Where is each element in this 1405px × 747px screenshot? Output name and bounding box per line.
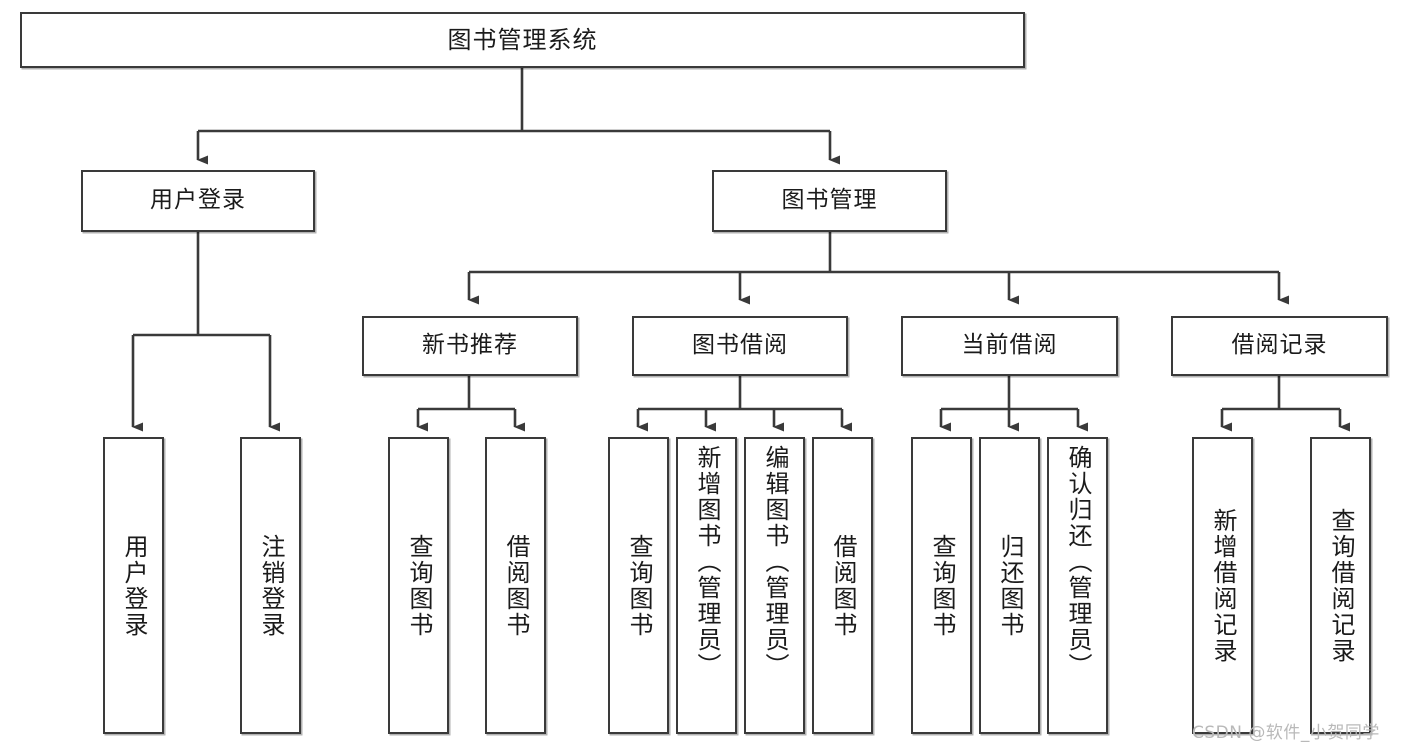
node-label: 图书管理系统 (447, 25, 598, 54)
leaf-borrow-book-newbook[interactable]: 借阅图书 (485, 437, 546, 734)
leaf-label: 归还图书 (995, 533, 1024, 638)
node-label: 图书管理 (781, 187, 878, 214)
leaf-return-book[interactable]: 归还图书 (979, 437, 1040, 734)
leaf-add-book-admin[interactable]: 新增图书（管理员） (676, 437, 737, 734)
edges-borrow-to-leaves (636, 376, 852, 432)
node-new-book-recommend[interactable]: 新书推荐 (362, 316, 578, 376)
leaf-label: 编辑图书（管理员） (760, 445, 789, 679)
node-current-borrow[interactable]: 当前借阅 (901, 316, 1118, 376)
leaf-query-book-current[interactable]: 查询图书 (911, 437, 972, 734)
node-borrow-record[interactable]: 借阅记录 (1171, 316, 1388, 376)
leaf-add-borrow-record[interactable]: 新增借阅记录 (1192, 437, 1253, 734)
node-root-library-system[interactable]: 图书管理系统 (20, 12, 1025, 68)
leaf-query-book-borrow[interactable]: 查询图书 (608, 437, 669, 734)
edges-record-to-leaves (1220, 376, 1350, 432)
edges-current-to-leaves (939, 376, 1088, 432)
edges-newbook-to-leaves (416, 376, 525, 432)
node-label: 当前借阅 (961, 332, 1058, 359)
node-book-management[interactable]: 图书管理 (712, 170, 947, 232)
edges-bookmgmt-to-level3 (467, 232, 1289, 305)
leaf-label: 新增图书（管理员） (692, 445, 721, 679)
leaf-user-login[interactable]: 用户登录 (103, 437, 164, 734)
leaf-label: 查询借阅记录 (1326, 507, 1355, 664)
leaf-label: 查询图书 (624, 533, 653, 638)
node-label: 图书借阅 (692, 332, 788, 359)
leaf-label: 确认归还（管理员） (1063, 445, 1092, 679)
leaf-label: 借阅图书 (828, 533, 857, 638)
leaf-confirm-return-admin[interactable]: 确认归还（管理员） (1047, 437, 1108, 734)
leaf-label: 新增借阅记录 (1208, 507, 1237, 664)
node-label: 新书推荐 (422, 332, 518, 359)
leaf-query-book-newbook[interactable]: 查询图书 (388, 437, 449, 734)
leaf-label: 查询图书 (404, 533, 433, 638)
leaf-label: 注销登录 (256, 533, 285, 638)
node-book-borrow[interactable]: 图书借阅 (632, 316, 848, 376)
leaf-label: 查询图书 (927, 533, 956, 638)
leaf-user-logout[interactable]: 注销登录 (240, 437, 301, 734)
leaf-query-borrow-record[interactable]: 查询借阅记录 (1310, 437, 1371, 734)
node-user-login[interactable]: 用户登录 (81, 170, 315, 232)
edges-login-to-leaves (131, 232, 280, 432)
node-label: 借阅记录 (1231, 332, 1328, 359)
leaf-label: 用户登录 (119, 533, 148, 638)
csdn-watermark: CSDN @软件_小贺同学 (1192, 723, 1380, 743)
edges-root-to-level2 (196, 68, 840, 165)
node-label: 用户登录 (150, 187, 246, 214)
leaf-edit-book-admin[interactable]: 编辑图书（管理员） (744, 437, 805, 734)
leaf-borrow-book-borrow[interactable]: 借阅图书 (812, 437, 873, 734)
leaf-label: 借阅图书 (501, 533, 530, 638)
